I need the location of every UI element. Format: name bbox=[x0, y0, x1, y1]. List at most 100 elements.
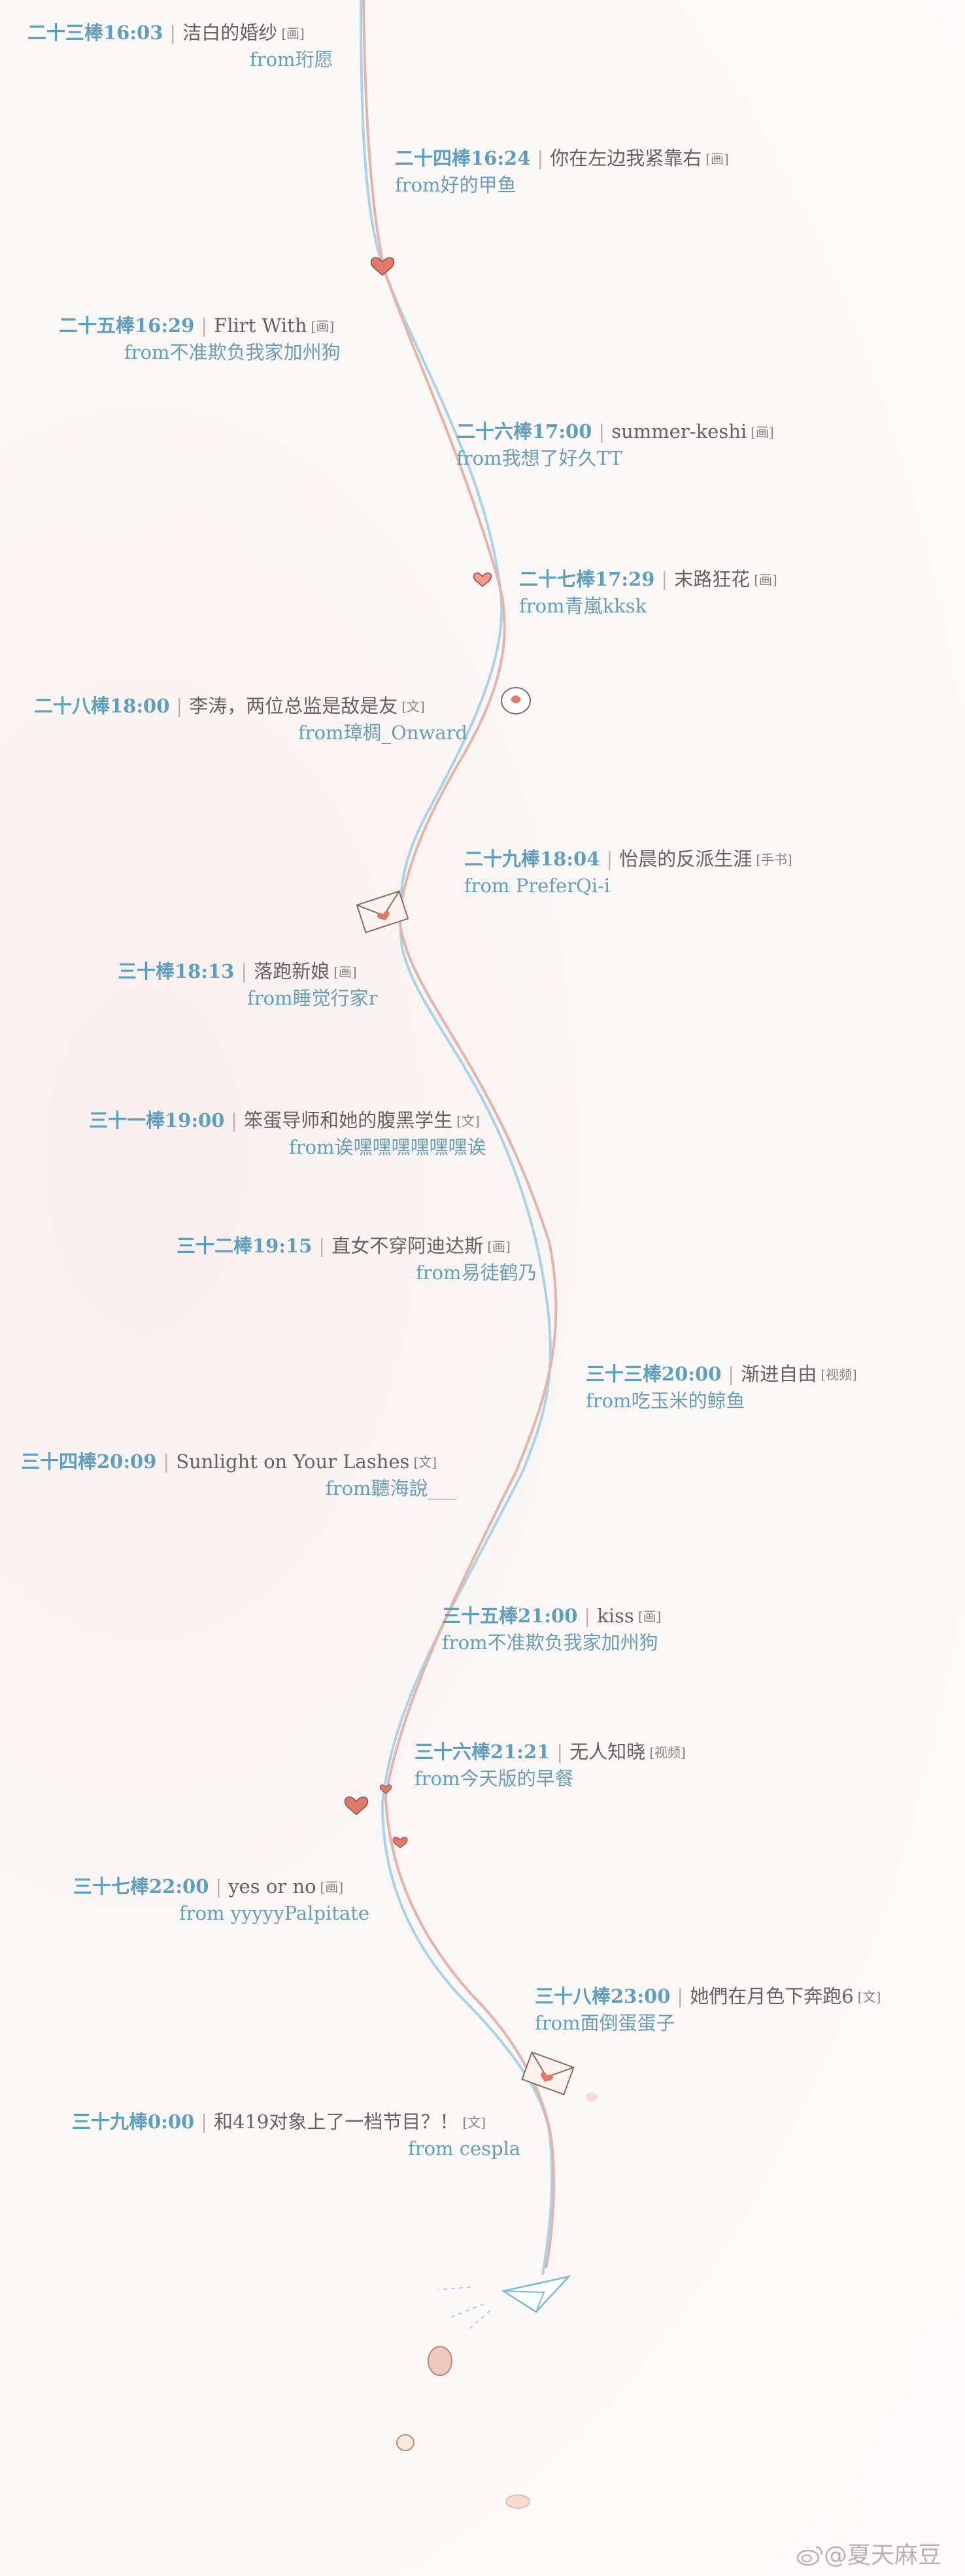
work-title: summer-keshi bbox=[611, 420, 747, 443]
relay-time: 三十七棒22:00 bbox=[73, 1875, 209, 1898]
timeline-entry: 三十四棒20:09|Sunlight on Your Lashes[文] fro… bbox=[21, 1450, 457, 1499]
work-type-tag: [画] bbox=[754, 572, 777, 588]
author-name: 面倒蛋蛋子 bbox=[580, 2012, 675, 2034]
work-title: 笨蛋导师和她的腹黑学生 bbox=[244, 1109, 453, 1131]
work-type-tag: [画] bbox=[751, 424, 774, 440]
work-title: 落跑新娘 bbox=[254, 960, 330, 982]
timeline-entry: 三十九棒0:00|和419对象上了一档节目？！[文] from cespla bbox=[72, 2111, 521, 2160]
work-title: 直女不穿阿迪达斯 bbox=[331, 1235, 484, 1257]
author-name: 诶嘿嘿嘿嘿嘿嘿诶 bbox=[334, 1136, 486, 1158]
pebble-icon bbox=[428, 2346, 452, 2376]
work-type-tag: [视频] bbox=[649, 1745, 686, 1760]
timeline-entry: 三十一棒19:00|笨蛋导师和她的腹黑学生[文] from诶嘿嘿嘿嘿嘿嘿诶 bbox=[89, 1109, 486, 1158]
work-type-tag: [文] bbox=[462, 2115, 486, 2130]
author-name: 不准欺负我家加州狗 bbox=[169, 341, 341, 363]
author-name: 青嵐kksk bbox=[564, 595, 647, 617]
author-name: cespla bbox=[453, 2137, 521, 2160]
work-type-tag: [文] bbox=[857, 1989, 881, 2005]
work-title: 无人知晓 bbox=[569, 1741, 646, 1763]
envelope-icon bbox=[521, 2051, 575, 2096]
envelope-icon bbox=[356, 890, 409, 933]
relay-time: 三十三棒20:00 bbox=[586, 1363, 722, 1385]
work-type-tag: [画] bbox=[705, 151, 729, 167]
relay-time: 三十四棒20:09 bbox=[21, 1450, 157, 1473]
timeline-entry: 二十四棒16:24|你在左边我紧靠右[画] from好的甲鱼 bbox=[395, 147, 729, 196]
work-type-tag: [画] bbox=[333, 964, 357, 980]
pebble-icon bbox=[396, 2434, 415, 2451]
relay-time: 二十八棒18:00 bbox=[34, 695, 170, 717]
author-name: 聽海說___ bbox=[371, 1477, 457, 1499]
work-type-tag: [画] bbox=[320, 1879, 344, 1895]
work-title: 怡晨的反派生涯 bbox=[619, 848, 753, 870]
relay-time: 二十五棒16:29 bbox=[59, 314, 195, 337]
relay-time: 三十八棒23:00 bbox=[535, 1985, 671, 2007]
relay-time: 三十五棒21:00 bbox=[442, 1605, 578, 1627]
author-name: 易徒鹤乃 bbox=[461, 1262, 537, 1284]
author-name: 璋椆_Onward bbox=[343, 722, 468, 744]
work-title: 和419对象上了一档节目？！ bbox=[214, 2111, 459, 2133]
relay-time: 二十四棒16:24 bbox=[395, 147, 531, 169]
author-name: 好的甲鱼 bbox=[440, 174, 516, 196]
timeline-entry: 三十棒18:13|落跑新娘[画] from睡觉行家r bbox=[118, 960, 378, 1009]
work-title: 她們在月色下奔跑6 bbox=[690, 1985, 854, 2007]
work-title: Sunlight on Your Lashes bbox=[176, 1450, 410, 1473]
timeline-entry: 三十七棒22:00|yes or no[画] from yyyyyPalpita… bbox=[73, 1875, 370, 1924]
work-title: 渐进自由 bbox=[741, 1363, 817, 1385]
author-name: PreferQi-i bbox=[509, 875, 611, 897]
work-type-tag: [画] bbox=[637, 1609, 662, 1624]
timeline-entry: 三十六棒21:21|无人知晓[视频] from今天版的早餐 bbox=[415, 1741, 686, 1790]
author-name: yyyyyPalpitate bbox=[224, 1902, 370, 1924]
work-title: 末路狂花 bbox=[674, 568, 751, 590]
timeline-entry: 二十六棒17:00|summer-keshi[画] from我想了好久TT bbox=[456, 420, 774, 469]
author-name: 睡觉行家r bbox=[292, 987, 378, 1009]
relay-time: 三十九棒0:00 bbox=[72, 2111, 195, 2133]
timeline-entry: 三十八棒23:00|她們在月色下奔跑6[文] from面倒蛋蛋子 bbox=[535, 1985, 881, 2034]
work-type-tag: [画] bbox=[311, 318, 335, 334]
timeline-entry: 三十五棒21:00|kiss[画] from不准欺负我家加州狗 bbox=[442, 1605, 662, 1654]
work-type-tag: [文] bbox=[401, 699, 425, 714]
timeline-entry: 三十二棒19:15|直女不穿阿迪达斯[画] from易徒鹤乃 bbox=[177, 1235, 537, 1284]
work-title: 李涛，两位总监是敌是友 bbox=[189, 695, 398, 717]
heart-icon bbox=[344, 1796, 369, 1815]
work-type-tag: [画] bbox=[487, 1239, 511, 1254]
pebble-icon bbox=[505, 2494, 530, 2509]
relay-time: 二十七棒17:29 bbox=[519, 568, 655, 590]
speech-bubble-icon bbox=[501, 687, 531, 714]
timeline-entry: 二十八棒18:00|李涛，两位总监是敌是友[文] from璋椆_Onward bbox=[34, 695, 468, 744]
author-name: 我想了好久TT bbox=[501, 447, 622, 469]
work-type-tag: [文] bbox=[413, 1454, 437, 1470]
work-title: Flirt With bbox=[214, 314, 307, 337]
pebble-icon bbox=[586, 2092, 598, 2101]
author-name: 珩愿 bbox=[295, 48, 333, 71]
work-type-tag: [视频] bbox=[821, 1367, 857, 1382]
author-name: 今天版的早餐 bbox=[460, 1767, 574, 1790]
work-type-tag: [文] bbox=[456, 1113, 480, 1129]
relay-time: 二十九棒18:04 bbox=[464, 848, 600, 870]
heart-icon bbox=[473, 572, 492, 587]
weibo-logo-icon bbox=[796, 2546, 822, 2566]
heart-icon bbox=[370, 257, 395, 276]
relay-time: 三十六棒21:21 bbox=[415, 1741, 550, 1763]
timeline-entry: 二十三棒16:03|洁白的婚纱[画] from珩愿 bbox=[27, 22, 333, 71]
work-title: 你在左边我紧靠右 bbox=[550, 147, 702, 169]
timeline-entry: 二十五棒16:29|Flirt With[画] from不准欺负我家加州狗 bbox=[59, 314, 341, 363]
work-type-tag: [手书] bbox=[756, 852, 792, 867]
timeline-entry: 二十九棒18:04|怡晨的反派生涯[手书] from PreferQi-i bbox=[464, 848, 792, 897]
timeline-entry: 二十七棒17:29|末路狂花[画] from青嵐kksk bbox=[519, 568, 777, 617]
timeline-line-pink bbox=[362, 0, 558, 2269]
work-title: 洁白的婚纱 bbox=[182, 22, 278, 44]
heart-icon bbox=[392, 1837, 408, 1848]
relay-time: 二十六棒17:00 bbox=[456, 420, 592, 443]
watermark-text: @夏天麻豆 bbox=[824, 2542, 942, 2569]
paper-plane-icon bbox=[437, 2275, 571, 2331]
author-name: 不准欺负我家加州狗 bbox=[487, 1631, 658, 1654]
relay-time: 二十三棒16:03 bbox=[27, 22, 163, 44]
work-title: kiss bbox=[597, 1605, 634, 1627]
author-name: 吃玉米的鲸鱼 bbox=[631, 1390, 745, 1412]
relay-time: 三十棒18:13 bbox=[118, 960, 235, 982]
work-title: yes or no bbox=[228, 1875, 316, 1898]
timeline-entry: 三十三棒20:00|渐进自由[视频] from吃玉米的鲸鱼 bbox=[586, 1363, 857, 1412]
relay-time: 三十一棒19:00 bbox=[89, 1109, 225, 1131]
work-type-tag: [画] bbox=[281, 25, 305, 41]
